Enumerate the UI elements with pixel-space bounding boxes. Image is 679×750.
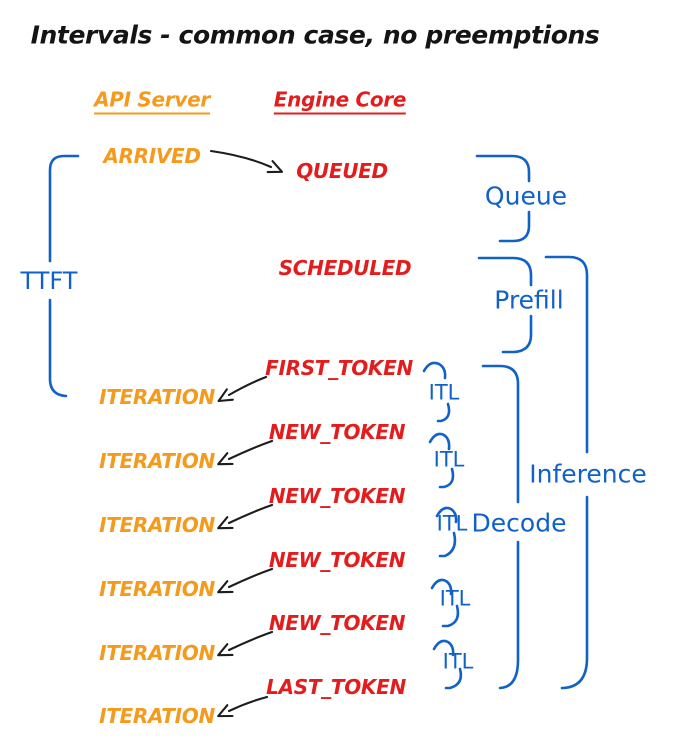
- event-arrived: ARRIVED: [103, 144, 201, 168]
- decode-bracket-arrow: [498, 540, 520, 690]
- itl-arrow-2: [438, 467, 455, 489]
- event-first-token: FIRST_TOKEN: [265, 356, 413, 380]
- interval-label-queue: Queue: [480, 182, 572, 210]
- itl-arc-2: [428, 432, 451, 451]
- itl-arrow-1: [436, 402, 451, 423]
- arrow-newtoken4-to-iteration: [217, 630, 274, 657]
- queue-bracket-top: [475, 154, 531, 183]
- interval-label-decode: Decode: [467, 509, 571, 537]
- event-queued: QUEUED: [296, 159, 388, 183]
- event-scheduled: SCHEDULED: [278, 256, 412, 280]
- arrow-arrived-to-queued: [209, 149, 284, 174]
- inference-bracket-top: [544, 255, 589, 454]
- interval-label-itl-1: ITL: [428, 380, 460, 405]
- column-header-engine-core: Engine Core: [273, 90, 406, 115]
- interval-label-itl-2: ITL: [433, 447, 465, 472]
- event-iteration-3: ITERATION: [99, 513, 215, 537]
- arrow-newtoken2-to-iteration: [217, 503, 274, 530]
- inference-bracket-arrow: [560, 495, 589, 690]
- itl-arc-1: [422, 361, 447, 380]
- event-iteration-5: ITERATION: [99, 641, 215, 665]
- arrow-lasttoken-to-iteration: [217, 695, 269, 718]
- ttft-bracket-top: [48, 154, 80, 263]
- itl-arc-4: [430, 578, 453, 596]
- event-new-token-4: NEW_TOKEN: [268, 611, 406, 635]
- event-iteration-4: ITERATION: [99, 577, 215, 601]
- queue-bracket-arrow: [498, 210, 531, 243]
- itl-arrow-3: [438, 531, 457, 558]
- interval-label-itl-4: ITL: [439, 586, 471, 611]
- interval-label-ttft: TTFT: [16, 268, 82, 294]
- ttft-bracket-arrow: [48, 298, 68, 398]
- itl-arrow-5: [444, 667, 463, 690]
- itl-arc-3: [435, 506, 458, 524]
- itl-arc-5: [432, 639, 455, 657]
- event-iteration-1: ITERATION: [99, 385, 215, 409]
- interval-label-inference: Inference: [525, 460, 651, 488]
- interval-label-itl-5: ITL: [442, 649, 474, 674]
- prefill-bracket-top: [477, 256, 533, 287]
- event-iteration-6: ITERATION: [99, 704, 215, 728]
- itl-arrow-4: [441, 604, 460, 628]
- arrow-firsttoken-to-iteration: [217, 375, 268, 403]
- diagram-title: Intervals - common case, no preemptions: [30, 20, 600, 50]
- decode-bracket-top: [481, 364, 520, 504]
- event-new-token-3: NEW_TOKEN: [268, 548, 406, 572]
- column-header-api-server: API Server: [94, 90, 210, 115]
- arrow-newtoken3-to-iteration: [217, 567, 274, 594]
- event-new-token-2: NEW_TOKEN: [268, 484, 406, 508]
- event-new-token-1: NEW_TOKEN: [268, 420, 406, 444]
- interval-label-prefill: Prefill: [490, 286, 568, 314]
- arrow-newtoken1-to-iteration: [217, 439, 274, 466]
- event-iteration-2: ITERATION: [99, 449, 215, 473]
- prefill-bracket-arrow: [501, 314, 533, 354]
- event-last-token: LAST_TOKEN: [266, 675, 406, 699]
- interval-label-itl-3: ITL: [436, 511, 468, 536]
